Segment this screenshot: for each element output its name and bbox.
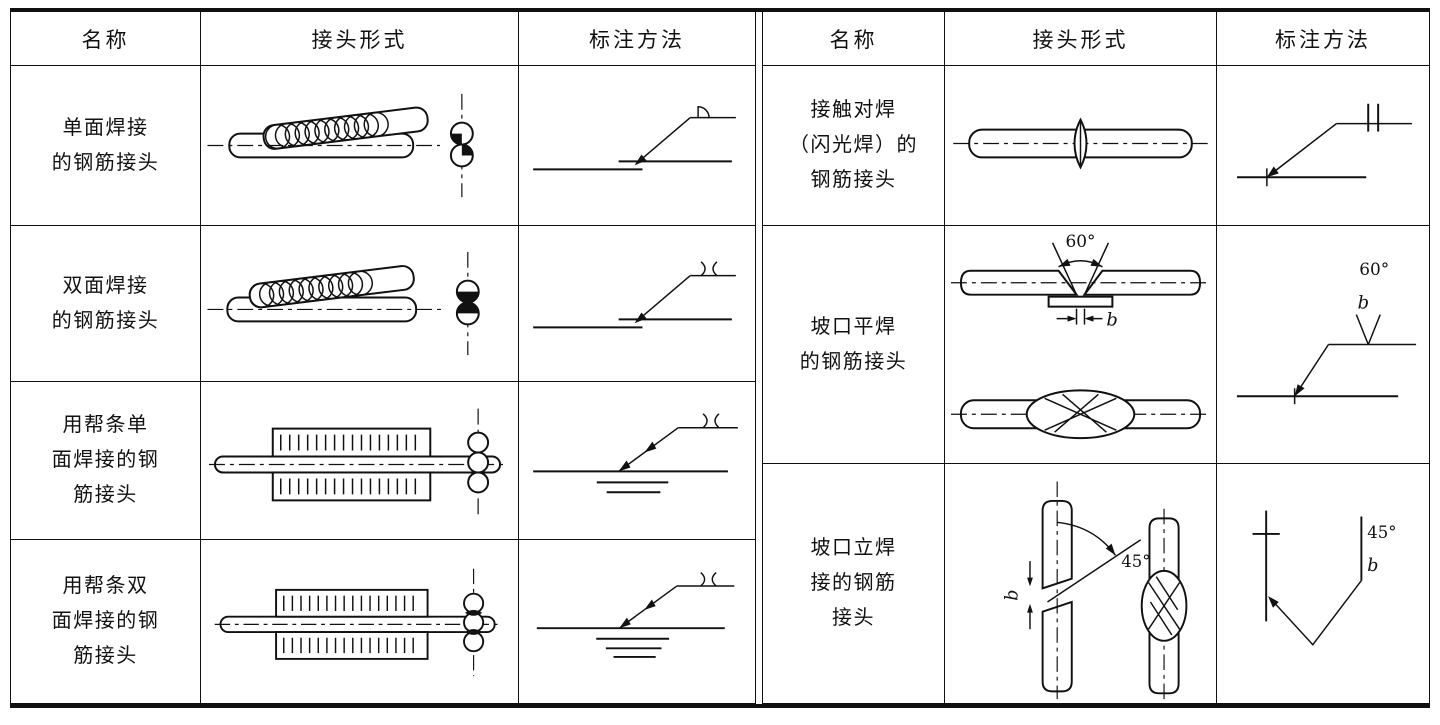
double-side-lap-weld-joint-diagram [207, 251, 480, 356]
leader-arrow [618, 585, 678, 629]
leader-arrow [634, 275, 691, 324]
annotation-cell-single-side-lap [519, 66, 756, 226]
cross-section-symbol [463, 568, 485, 677]
double-side-weld-symbol [700, 572, 717, 587]
svg-text:b: b [1106, 310, 1117, 331]
annotation-cell-groove-flat: 60° b [1217, 226, 1430, 464]
backing-strip [1047, 295, 1114, 308]
leader-arrow [1294, 344, 1330, 397]
joint-cell-splice-double [201, 540, 519, 704]
double-side-lap-weld-annotation-diagram [533, 261, 736, 329]
svg-text:b: b [1358, 293, 1369, 314]
header-name-left: 名称 [11, 12, 201, 66]
bevel-angle-45: 45° [1047, 521, 1151, 603]
annotation-cell-splice-double [519, 540, 756, 704]
right-table-half: 名称 接头形式 标注方法 接触对焊 （闪光焊）的 钢筋接头 [762, 12, 1430, 704]
left-table-half: 名称 接头形式 标注方法 单面焊接 的钢筋接头 [10, 12, 756, 704]
name-cell-double-side-lap: 双面焊接 的钢筋接头 [11, 226, 201, 382]
welding-joint-table: 名称 接头形式 标注方法 单面焊接 的钢筋接头 [10, 8, 1430, 708]
name-cell-splice-single: 用帮条单 面焊接的钢 筋接头 [11, 382, 201, 540]
groove-flat-weld-annotation-diagram: 60° b [1236, 259, 1417, 405]
flash-butt-weld-joint-diagram [953, 117, 1208, 170]
joint-cell-groove-flat: 60° b [945, 226, 1217, 464]
name-cell-single-side-lap: 单面焊接 的钢筋接头 [11, 66, 201, 226]
annotation-cell-flash-butt [1217, 66, 1430, 226]
splice-bar-double-side-annotation-diagram [536, 572, 735, 658]
leader-arrow [634, 117, 691, 166]
splice-bar-bottom [275, 631, 429, 660]
splice-bar-single-side-joint-diagram [208, 408, 509, 517]
joint-cell-single-side-lap [201, 66, 519, 226]
root-gap-dimension: b [1056, 308, 1118, 331]
v-groove-symbol [1355, 314, 1381, 345]
groove-flat-weld-joint-diagram: 60° b [950, 231, 1211, 440]
header-joint-form-left: 接头形式 [201, 12, 519, 66]
name-cell-flash-butt: 接触对焊 （闪光焊）的 钢筋接头 [763, 66, 945, 226]
header-annotation-left: 标注方法 [519, 12, 756, 66]
cross-section-symbol [449, 93, 474, 198]
annotation-cell-splice-single [519, 382, 756, 540]
svg-text:60°: 60° [1359, 259, 1389, 279]
leader-arrow [1266, 123, 1337, 178]
svg-text:b: b [1002, 590, 1022, 601]
joint-cell-flash-butt [945, 66, 1217, 226]
leader-arrow [1268, 580, 1362, 646]
annotation-cell-groove-vertical: 45° b [1217, 464, 1430, 704]
flash-butt-weld-annotation-diagram [1237, 103, 1412, 187]
header-joint-form-right: 接头形式 [945, 12, 1217, 66]
header-name-right: 名称 [763, 12, 945, 66]
leader-arrow [618, 427, 679, 473]
weld-bead-top [283, 595, 414, 611]
weld-bead-top [280, 434, 417, 451]
cross-section-symbol [467, 408, 490, 517]
gap-dimension-b: b [1002, 561, 1033, 630]
weld-seam-hatched [1025, 389, 1136, 440]
single-side-weld-symbol [697, 105, 710, 118]
name-cell-groove-flat: 坡口平焊 的钢筋接头 [763, 226, 945, 464]
flash-butt-weld-symbol [1367, 103, 1380, 132]
joint-cell-groove-vertical: b 45° [945, 464, 1217, 704]
groove-vertical-weld-joint-diagram: b 45° [1002, 481, 1188, 702]
double-side-weld-symbol [702, 413, 720, 429]
name-cell-groove-vertical: 坡口立焊 接的钢筋 接头 [763, 464, 945, 704]
splice-bar-top [275, 588, 429, 618]
svg-text:45°: 45° [1121, 552, 1150, 571]
svg-text:b: b [1367, 556, 1378, 576]
weld-bead-bottom [283, 637, 414, 654]
single-side-lap-weld-joint-diagram [207, 93, 474, 198]
rebar-lower [1041, 600, 1073, 693]
splice-bar-double-side-joint-diagram [214, 568, 503, 677]
header-annotation-right: 标注方法 [1217, 12, 1430, 66]
svg-text:45°: 45° [1367, 523, 1396, 542]
double-side-weld-symbol [700, 261, 718, 277]
rebar-upper-with-weld-coil [262, 106, 429, 150]
joint-cell-splice-single [201, 382, 519, 540]
annotation-cell-double-side-lap [519, 226, 756, 382]
splice-bar-single-side-annotation-diagram [533, 413, 738, 494]
weld-seam-hatched [1140, 569, 1188, 642]
flash-weld-lens [1073, 117, 1088, 170]
cross-section-symbol [455, 251, 480, 356]
weld-bead-bottom [280, 478, 417, 495]
single-side-lap-weld-annotation-diagram [533, 105, 736, 171]
groove-angle-60: 60° [1051, 231, 1110, 295]
svg-text:60°: 60° [1066, 231, 1096, 251]
name-cell-splice-double: 用帮条双 面焊接的钢 筋接头 [11, 540, 201, 704]
rebar-upper-with-weld-coil [248, 265, 415, 309]
joint-cell-double-side-lap [201, 226, 519, 382]
groove-vertical-weld-annotation-diagram: 45° b [1252, 510, 1396, 646]
